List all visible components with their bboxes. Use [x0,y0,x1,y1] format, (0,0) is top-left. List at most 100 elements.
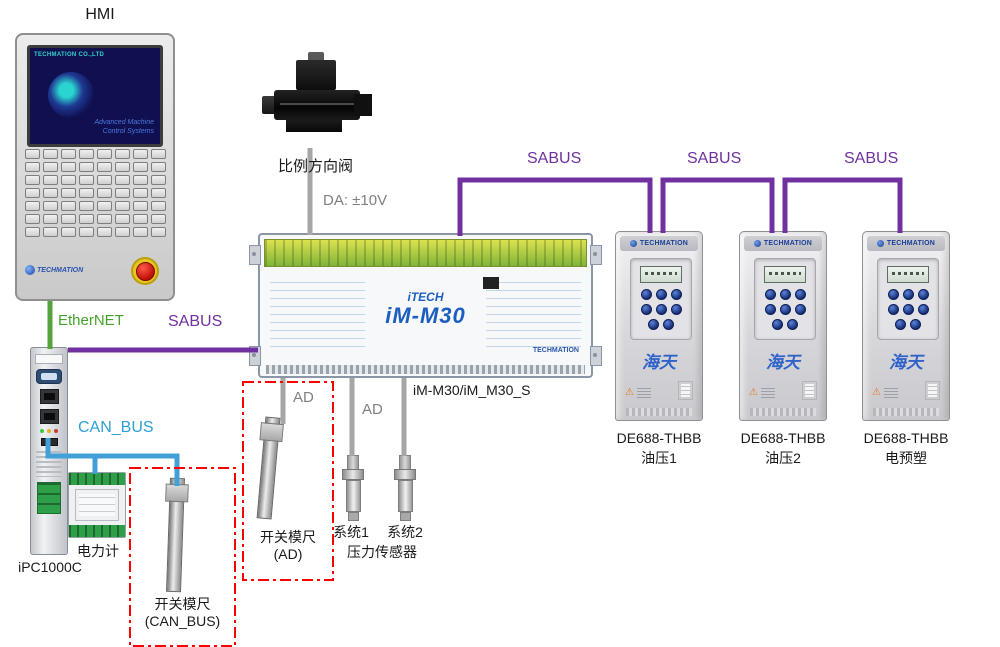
hmi-key [79,175,94,185]
drive-key [772,319,783,330]
drive-key [794,289,806,300]
usb-port-icon [40,438,58,446]
drive-warning-sticker: ⚠ [749,388,775,398]
valve-solenoid-right [354,94,372,116]
drive-logo-script: 海天 [642,353,676,373]
sensor-body [397,480,413,512]
hmi-key [25,175,40,185]
hmi-key [61,201,76,211]
module-brand: iTECH [407,290,444,304]
hmi-footer-brand: TECHMATION [37,267,84,274]
drive-unit-1: TECHMATION 海天 ⚠ [615,231,703,421]
sensor-body [345,480,361,512]
power-meter-device [68,472,126,538]
ad-label-2: AD [362,401,383,418]
hmi-key [151,188,166,198]
valve-label: 比例方向阀 [278,158,354,175]
meter-face [75,489,119,521]
hmi-key [43,175,58,185]
da-label: DA: ±10V [323,192,388,209]
hmi-key [115,227,130,237]
hmi-key [133,227,148,237]
hmi-key [79,162,94,172]
drive-cert-label [802,381,817,400]
hmi-key [43,227,58,237]
hmi-screen-tagline: Advanced Machine Control Systems [94,119,154,135]
drive-brand-logo-icon [629,240,637,247]
ethernet-port-1-icon [39,389,59,404]
hmi-key [115,162,130,172]
ipc-terminal-block [37,482,61,514]
drive-key [787,319,798,330]
ipc-name-plate [35,354,63,364]
sensor1-label: 系统1 [333,524,369,540]
drive-operator-panel [754,258,816,340]
hmi-key [115,149,130,159]
hmi-key [133,149,148,159]
drive-brand-strip: TECHMATION [744,236,822,251]
warning-icon: ⚠ [749,387,758,398]
module-port-icon [483,277,499,289]
emergency-stop-button [131,257,159,285]
drive-vents [873,408,939,416]
drive-key [655,304,667,315]
hmi-key [79,149,94,159]
scale-read-head [165,483,189,503]
drive-brand-strip: TECHMATION [620,236,698,251]
hmi-keyboard [25,149,171,251]
hmi-key [43,162,58,172]
sensor-tip [347,512,359,521]
drive-cert-label [925,381,940,400]
hmi-key [97,149,112,159]
linear-scale-ad [256,416,284,520]
sensor-hex-nut [342,469,364,480]
sabus-line-3 [782,177,903,233]
ethernet-port-2-icon [39,409,59,424]
status-leds [40,429,58,433]
circuit-traces-right [486,275,581,347]
drive-key [648,319,659,330]
valve-base [286,120,342,132]
hmi-key [25,214,40,224]
hmi-footer: TECHMATION [25,249,165,293]
led-amber [47,429,51,433]
hmi-key [79,201,94,211]
drive-operator-panel [630,258,692,340]
hmi-key [151,214,166,224]
drive-brand-logo-icon [876,240,884,247]
hmi-title: HMI [85,6,115,23]
hmi-key [61,214,76,224]
drive-key [640,304,652,315]
ethernet-label: EtherNET [58,312,124,329]
warning-icon: ⚠ [872,387,881,398]
drive-key [917,289,929,300]
valve-pilot-block [296,60,336,90]
drive-key [902,289,914,300]
hmi-key [25,227,40,237]
hmi-device: TECHMATION CO.,LTD Advanced Machine Cont… [15,33,175,301]
mount-tab [249,346,261,366]
hmi-key [115,201,130,211]
sabus-label-3: SABUS [844,150,899,167]
scale-can-label-2: (CAN_BUS) [144,613,221,629]
drive-warning-sticker: ⚠ [872,388,898,398]
hmi-key [61,149,76,159]
hmi-key [151,149,166,159]
module-brand-secondary: TECHMATION [532,347,579,354]
drive-key [655,289,667,300]
module-branding: iTECH iM-M30 [260,291,591,328]
sensor-hex-nut [394,469,416,480]
drive-lcd-display [640,266,682,283]
hmi-key [61,227,76,237]
hmi-key [97,227,112,237]
module-model: iM-M30 [385,303,466,328]
drive-keypad [636,289,686,330]
sensor-plug [347,455,359,470]
drive-vents [750,408,816,416]
hmi-key [25,201,40,211]
warning-text-lines [883,388,898,398]
hmi-key [97,162,112,172]
drive-keypad [760,289,810,330]
drive-vents [626,408,692,416]
sabus-label-left: SABUS [168,313,223,330]
